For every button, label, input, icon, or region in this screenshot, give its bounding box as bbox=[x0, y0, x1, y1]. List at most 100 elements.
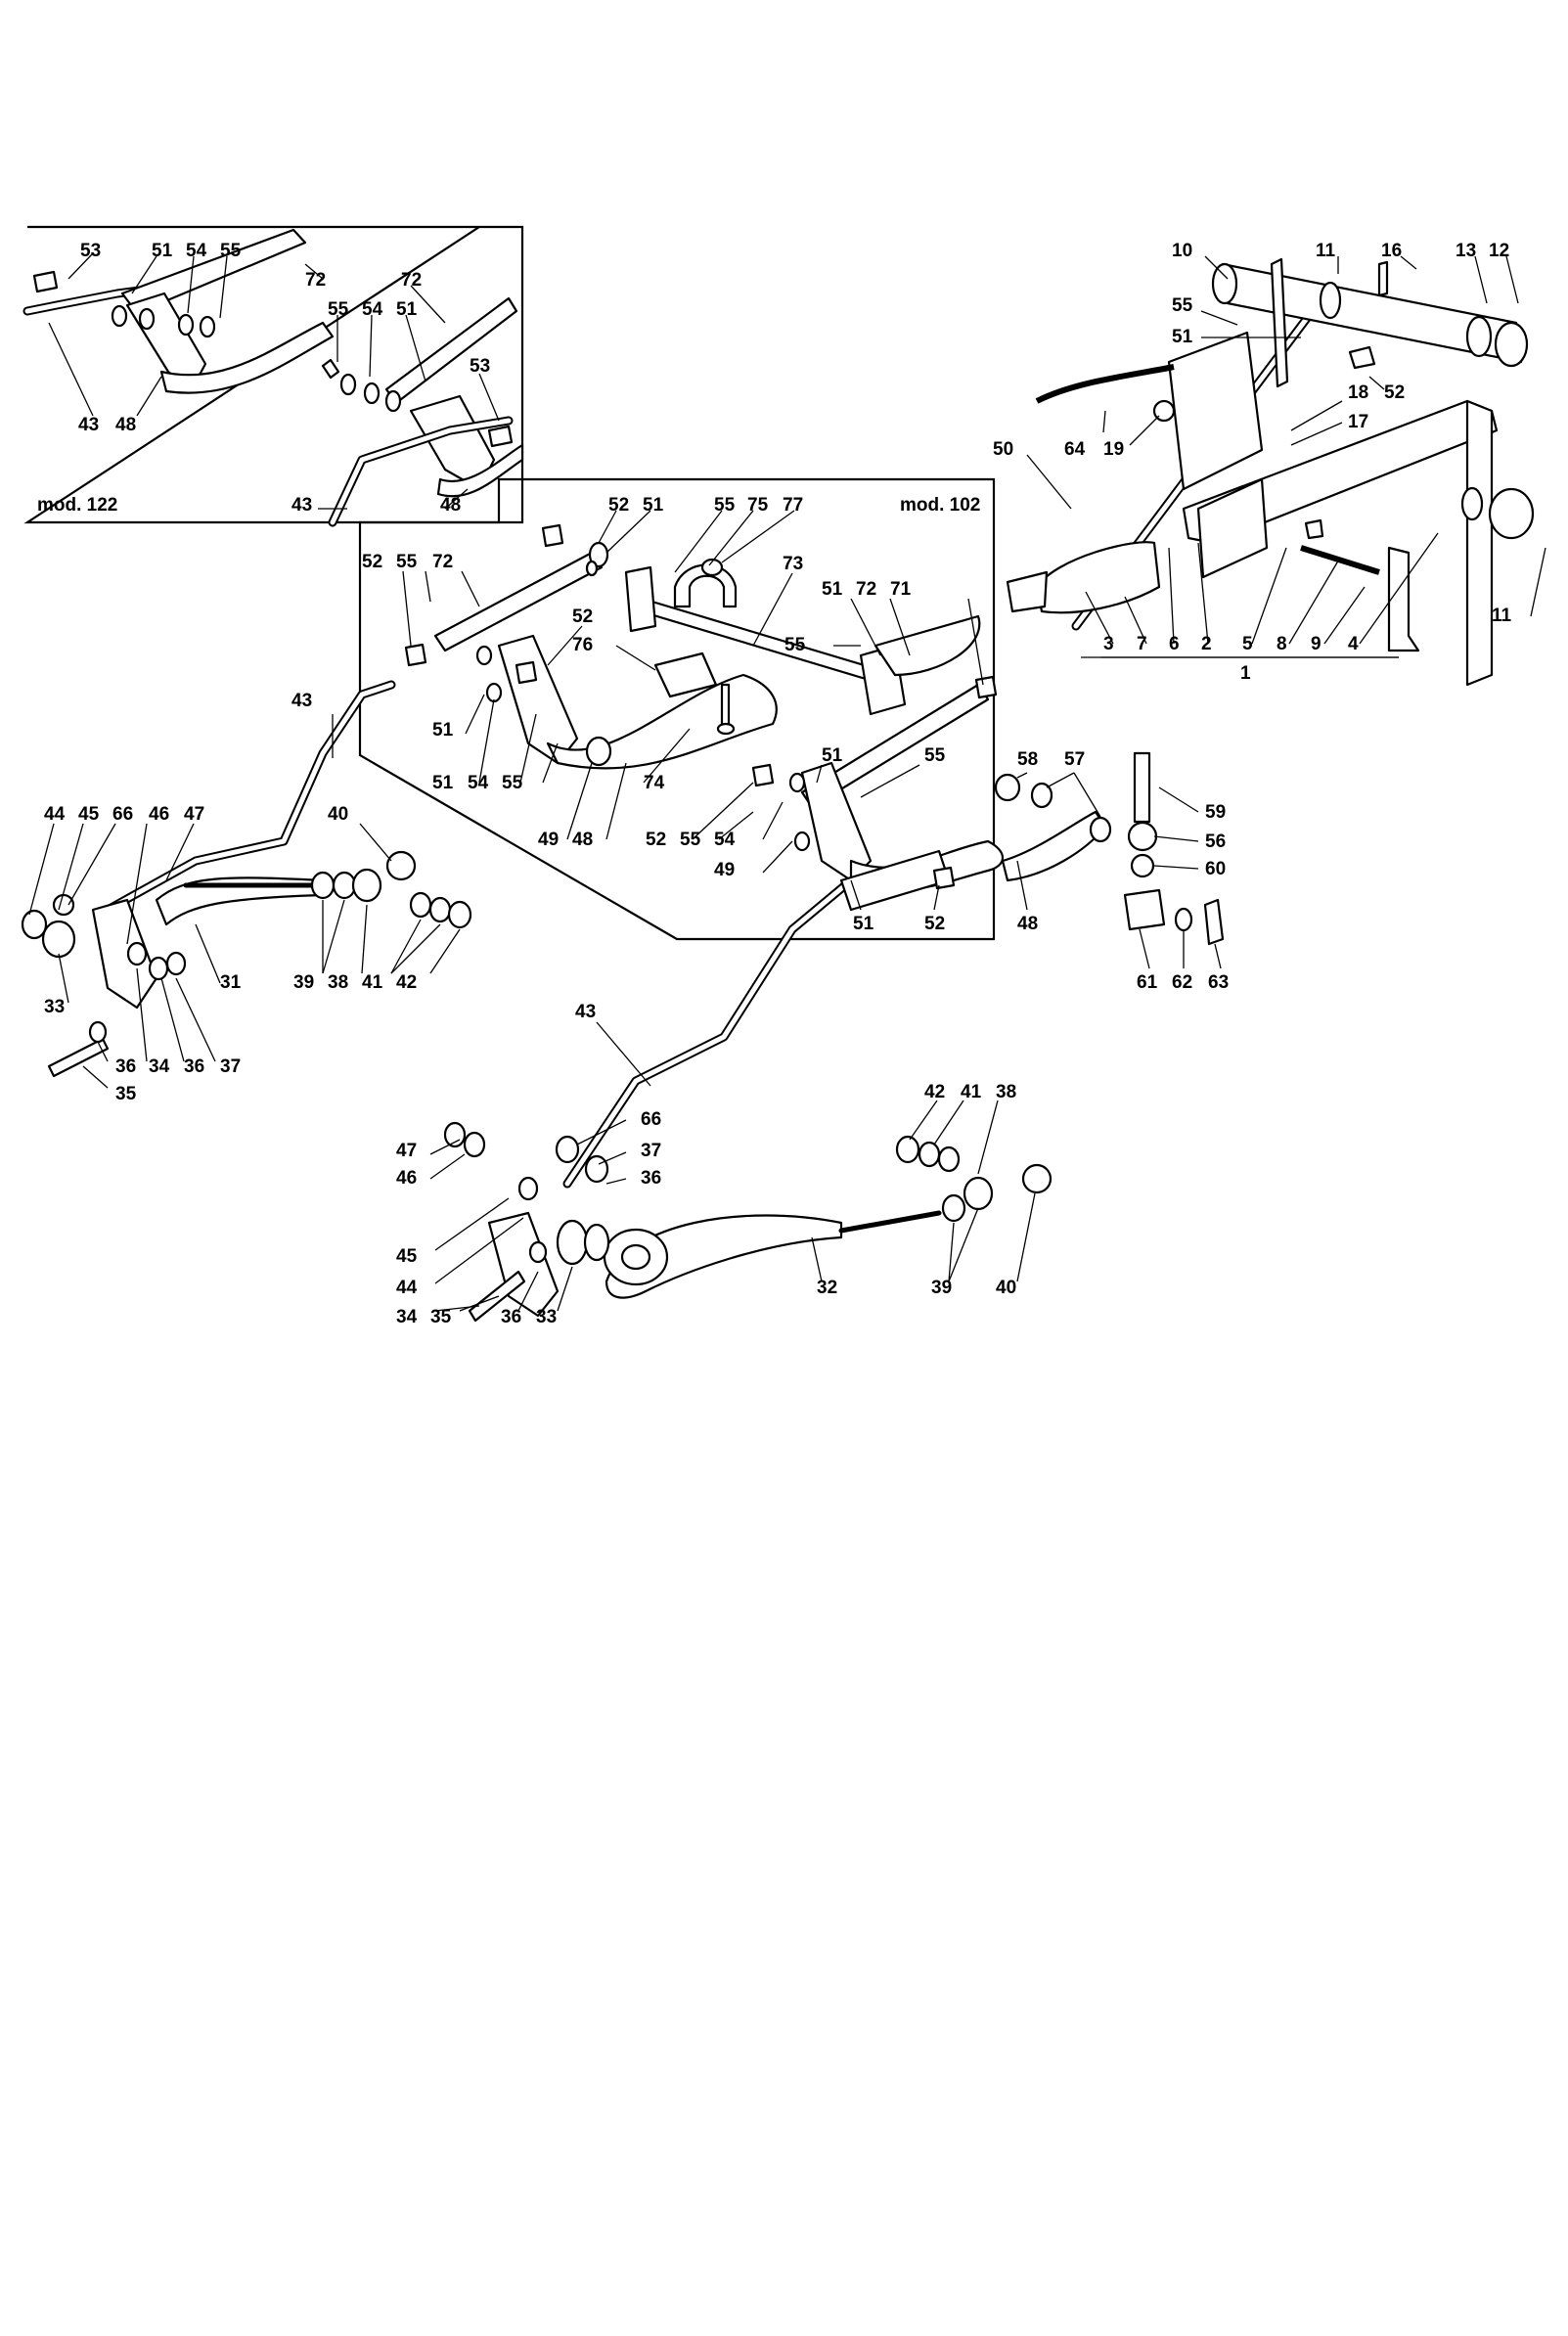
callout-60: 60 bbox=[1205, 859, 1226, 879]
inset-122-parts bbox=[22, 228, 524, 527]
leader-lines bbox=[28, 253, 1546, 1312]
callout-35-left: 35 bbox=[115, 1084, 137, 1104]
callout-52-102-c: 52 bbox=[572, 606, 593, 627]
callout-44-left: 44 bbox=[44, 804, 66, 825]
callout-55-102-e: 55 bbox=[924, 745, 946, 766]
callout-37-bottom: 37 bbox=[641, 1141, 661, 1161]
callout-59: 59 bbox=[1205, 802, 1226, 823]
callout-51-inset-b: 51 bbox=[396, 299, 418, 320]
callout-51-inset-a: 51 bbox=[152, 241, 173, 261]
callout-38-bottom: 38 bbox=[996, 1082, 1016, 1102]
callout-41-left: 41 bbox=[362, 972, 383, 993]
callout-36-left-b: 36 bbox=[184, 1056, 204, 1077]
callout-2: 2 bbox=[1201, 634, 1212, 654]
callout-33-bottom: 33 bbox=[536, 1307, 557, 1327]
callout-55-inset-a: 55 bbox=[220, 241, 242, 261]
callout-74: 74 bbox=[644, 773, 665, 793]
callout-36-bottom-a: 36 bbox=[641, 1168, 661, 1189]
callout-54-inset-a: 54 bbox=[186, 241, 207, 261]
inset-mod-122: mod. 122 bbox=[22, 225, 524, 527]
callout-57: 57 bbox=[1064, 749, 1085, 770]
callout-19: 19 bbox=[1103, 439, 1124, 460]
callout-48-102-a: 48 bbox=[572, 830, 593, 850]
callout-52-102-d: 52 bbox=[646, 830, 666, 850]
callout-77: 77 bbox=[783, 495, 803, 516]
callout-62: 62 bbox=[1172, 972, 1192, 993]
callout-31: 31 bbox=[220, 972, 242, 993]
callout-55-102-d: 55 bbox=[502, 773, 523, 793]
callout-18: 18 bbox=[1348, 382, 1368, 403]
callout-43-inset-a: 43 bbox=[78, 415, 99, 435]
callout-48-inset-a: 48 bbox=[115, 415, 136, 435]
pedal-assembly bbox=[1006, 257, 1535, 687]
callout-46-bottom: 46 bbox=[396, 1168, 417, 1189]
callout-56: 56 bbox=[1205, 831, 1226, 852]
callout-40-bottom: 40 bbox=[996, 1278, 1016, 1298]
callout-47-bottom: 47 bbox=[396, 1141, 417, 1161]
callout-71: 71 bbox=[890, 579, 912, 600]
callout-51-102-e: 51 bbox=[822, 745, 843, 766]
callout-61: 61 bbox=[1137, 972, 1158, 993]
callout-42-bottom: 42 bbox=[924, 1082, 945, 1102]
callout-75: 75 bbox=[747, 495, 769, 516]
callout-55-pedal: 55 bbox=[1172, 295, 1193, 316]
callout-55-102-f: 55 bbox=[680, 830, 701, 850]
callout-72-102-b: 72 bbox=[856, 579, 876, 600]
callout-55-102-c: 55 bbox=[784, 635, 806, 655]
callout-3: 3 bbox=[1103, 634, 1114, 654]
callout-45-bottom: 45 bbox=[396, 1246, 418, 1267]
inset-mod-122-label: mod. 122 bbox=[37, 495, 117, 516]
callout-12: 12 bbox=[1489, 241, 1509, 261]
callout-1: 1 bbox=[1240, 663, 1251, 684]
callout-51-pedal: 51 bbox=[1172, 327, 1193, 347]
callout-54-102-b: 54 bbox=[714, 830, 736, 850]
inset-mod-102: mod. 102 bbox=[358, 477, 996, 941]
callout-53-inset-a: 53 bbox=[80, 241, 101, 261]
small-parts-right bbox=[994, 751, 1225, 946]
callout-50: 50 bbox=[993, 439, 1013, 460]
callout-5: 5 bbox=[1242, 634, 1253, 654]
rods bbox=[103, 308, 1316, 1189]
callout-66-bottom: 66 bbox=[641, 1109, 661, 1130]
callout-35-bottom: 35 bbox=[430, 1307, 452, 1327]
callout-36-left-a: 36 bbox=[115, 1056, 136, 1077]
callout-43-inset-b: 43 bbox=[291, 495, 312, 516]
callout-55-inset-b: 55 bbox=[328, 299, 349, 320]
callout-17: 17 bbox=[1348, 412, 1368, 432]
callout-10: 10 bbox=[1172, 241, 1192, 261]
callout-72-102-a: 72 bbox=[432, 552, 453, 572]
link-group-31 bbox=[21, 850, 472, 1078]
callout-48-right: 48 bbox=[1017, 914, 1038, 934]
callout-11-right: 11 bbox=[1492, 606, 1512, 626]
callout-8: 8 bbox=[1277, 634, 1287, 654]
callout-48-inset-b: 48 bbox=[440, 495, 461, 516]
callout-45-left: 45 bbox=[78, 804, 100, 825]
callout-9: 9 bbox=[1311, 634, 1322, 654]
callout-36-bottom-b: 36 bbox=[501, 1307, 521, 1327]
callout-7: 7 bbox=[1137, 634, 1147, 654]
callout-11-top: 11 bbox=[1316, 241, 1336, 261]
callout-37-left: 37 bbox=[220, 1056, 241, 1077]
callout-54-102-a: 54 bbox=[468, 773, 489, 793]
callout-38-left: 38 bbox=[328, 972, 348, 993]
callout-52-102-b: 52 bbox=[362, 552, 382, 572]
callout-34-left: 34 bbox=[149, 1056, 170, 1077]
callout-39-bottom: 39 bbox=[931, 1278, 952, 1298]
callout-54-inset-b: 54 bbox=[362, 299, 383, 320]
callout-51-102-d: 51 bbox=[432, 773, 454, 793]
callout-51-102-a: 51 bbox=[643, 495, 664, 516]
callout-76: 76 bbox=[572, 635, 593, 655]
callout-47-left: 47 bbox=[184, 804, 204, 825]
callout-43-lower: 43 bbox=[575, 1002, 596, 1022]
callout-44-bottom: 44 bbox=[396, 1278, 418, 1298]
callout-51-102-f: 51 bbox=[853, 914, 874, 934]
callout-33-left: 33 bbox=[44, 997, 65, 1017]
callout-55-102-a: 55 bbox=[714, 495, 736, 516]
callout-66-left: 66 bbox=[112, 804, 133, 825]
callout-16: 16 bbox=[1381, 241, 1402, 261]
callout-51-102-c: 51 bbox=[432, 720, 454, 741]
callout-39-left: 39 bbox=[293, 972, 314, 993]
inset-102-parts bbox=[404, 523, 1005, 912]
callout-52-102-a: 52 bbox=[608, 495, 629, 516]
callout-49-102-b: 49 bbox=[714, 860, 735, 880]
